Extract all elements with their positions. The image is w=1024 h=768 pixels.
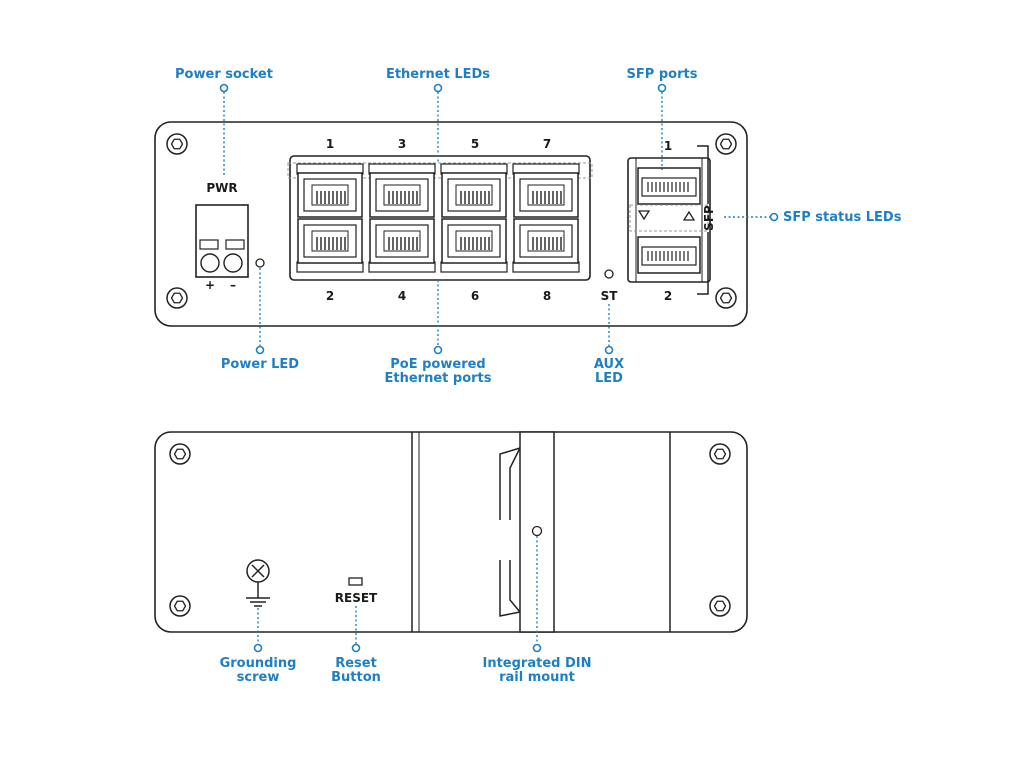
callouts: Power socket Ethernet LEDs SFP ports SFP… bbox=[175, 67, 902, 685]
grounding-screw-icon bbox=[246, 559, 270, 607]
port-number-4: 4 bbox=[398, 289, 406, 303]
reset-button[interactable] bbox=[348, 577, 363, 586]
front-screw-icon bbox=[715, 287, 737, 309]
callout-grounding-line2: screw bbox=[237, 670, 280, 685]
ethernet-port-3[interactable] bbox=[369, 172, 435, 218]
pwr-label: PWR bbox=[206, 181, 237, 195]
ethernet-port-8[interactable] bbox=[513, 218, 579, 264]
callout-din-line1: Integrated DIN bbox=[483, 656, 592, 671]
callout-aux-line1: AUX bbox=[594, 357, 624, 372]
minus-label: – bbox=[230, 278, 236, 292]
port-number-1: 1 bbox=[326, 137, 334, 151]
port-number-2: 2 bbox=[326, 289, 334, 303]
back-screw-icon bbox=[169, 595, 191, 617]
front-screw-icon bbox=[166, 133, 188, 155]
ethernet-port-5[interactable] bbox=[441, 172, 507, 218]
front-panel: PWR + – 1 bbox=[154, 121, 748, 327]
ethernet-port-6[interactable] bbox=[441, 218, 507, 264]
sfp-bracket bbox=[697, 145, 709, 204]
plus-label: + bbox=[205, 278, 215, 292]
sfp-ports bbox=[627, 157, 711, 283]
sfp-led-1-icon bbox=[637, 210, 651, 221]
st-label: ST bbox=[601, 289, 619, 303]
back-screw-icon bbox=[709, 595, 731, 617]
ethernet-ports bbox=[287, 155, 593, 281]
sfp-port-1[interactable] bbox=[637, 167, 701, 205]
callout-poe-line2: Ethernet ports bbox=[385, 371, 492, 386]
callout-reset-line1: Reset bbox=[335, 656, 377, 671]
callout-aux-line2: LED bbox=[595, 371, 623, 386]
port-number-3: 3 bbox=[398, 137, 406, 151]
port-number-6: 6 bbox=[471, 289, 479, 303]
ethernet-port-1[interactable] bbox=[297, 172, 363, 218]
sfp-bracket bbox=[697, 232, 709, 295]
ethernet-port-2[interactable] bbox=[297, 218, 363, 264]
sfp-led-2-icon bbox=[682, 210, 696, 221]
sfp-number-1: 1 bbox=[664, 139, 672, 153]
callout-power-led: Power LED bbox=[221, 357, 299, 372]
ethernet-port-4[interactable] bbox=[369, 218, 435, 264]
aux-led bbox=[604, 269, 614, 279]
sfp-port-2[interactable] bbox=[637, 236, 701, 274]
callout-sfp-status-leds: SFP status LEDs bbox=[783, 210, 902, 225]
front-screw-icon bbox=[166, 287, 188, 309]
back-panel: RESET bbox=[154, 431, 748, 633]
callout-sfp-ports: SFP ports bbox=[627, 67, 698, 82]
reset-label: RESET bbox=[335, 591, 378, 605]
ethernet-port-7[interactable] bbox=[513, 172, 579, 218]
back-screw-icon bbox=[169, 443, 191, 465]
callout-ethernet-leds: Ethernet LEDs bbox=[386, 67, 490, 82]
power-led bbox=[255, 258, 265, 268]
sfp-label: SFP bbox=[702, 205, 716, 231]
port-number-5: 5 bbox=[471, 137, 479, 151]
back-screw-icon bbox=[709, 443, 731, 465]
callout-din-line2: rail mount bbox=[499, 670, 575, 685]
port-number-7: 7 bbox=[543, 137, 551, 151]
callout-poe-line1: PoE powered bbox=[390, 357, 485, 372]
din-rail-mount bbox=[499, 431, 555, 633]
front-screw-icon bbox=[715, 133, 737, 155]
callout-power-socket: Power socket bbox=[175, 67, 273, 82]
power-socket[interactable] bbox=[195, 204, 249, 278]
callout-reset-line2: Button bbox=[331, 670, 381, 685]
sfp-number-2: 2 bbox=[664, 289, 672, 303]
callout-grounding-line1: Grounding bbox=[220, 656, 297, 671]
port-number-8: 8 bbox=[543, 289, 551, 303]
